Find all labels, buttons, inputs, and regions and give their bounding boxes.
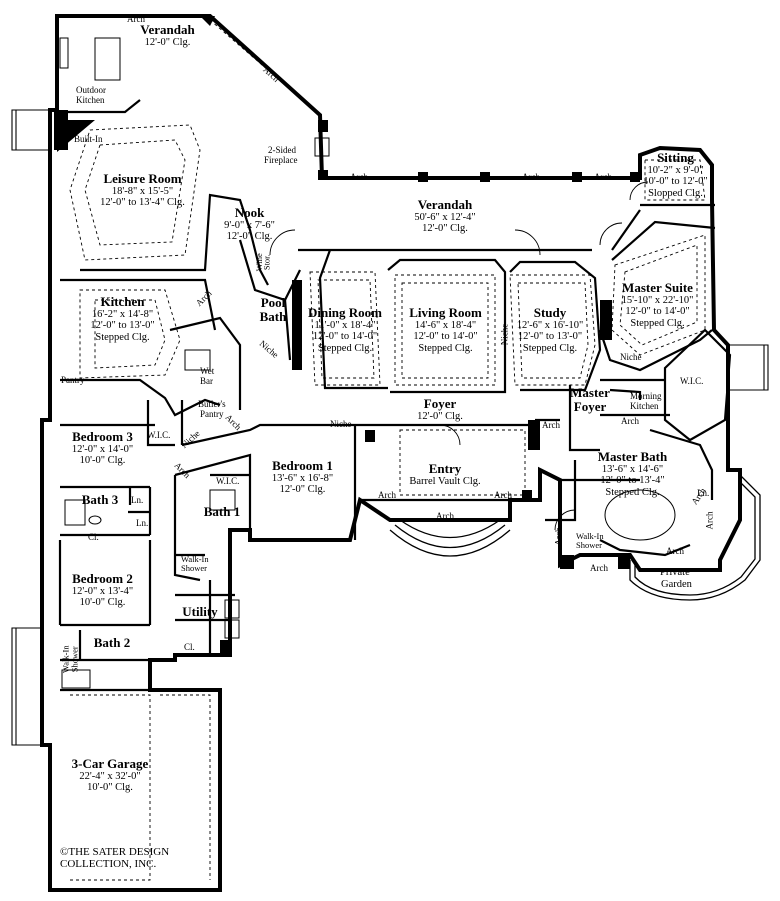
arch-label: Arch bbox=[553, 527, 564, 546]
room-utility: Utility bbox=[182, 604, 218, 619]
outdoor-kitchen-label: Outdoor bbox=[76, 85, 106, 95]
entry-steps bbox=[389, 519, 511, 557]
arch-label: Arch bbox=[704, 511, 715, 530]
linen-label: Ln. bbox=[697, 488, 710, 498]
copyright-line: ©THE SATER DESIGN bbox=[60, 846, 170, 858]
morning-kitchen-label: Kitchen bbox=[630, 401, 659, 411]
built-in-label: Built-In bbox=[74, 134, 103, 144]
arch-label: Arch bbox=[436, 511, 454, 521]
walk-in-shower-label: Shower bbox=[181, 563, 207, 573]
fireplace-label: Fireplace bbox=[264, 155, 298, 165]
private-garden-label: Private bbox=[660, 567, 690, 578]
arch-label: Arch bbox=[621, 416, 639, 426]
fireplace-label: 2-Sided bbox=[268, 145, 296, 155]
linen-label: Ln. bbox=[136, 518, 149, 528]
room-bath3: Bath 3 bbox=[81, 492, 119, 507]
side-windows bbox=[11, 109, 769, 746]
walk-in-shower-label: Walk-In bbox=[576, 531, 604, 541]
arch-label: Arch bbox=[522, 172, 540, 182]
wet-bar-label: Wet bbox=[200, 366, 215, 376]
arch-label: Arch bbox=[494, 490, 512, 500]
arch-label: Arch bbox=[666, 546, 684, 556]
butlers-pantry-label: Butler's bbox=[198, 399, 226, 409]
walk-in-shower-label: Shower bbox=[69, 646, 80, 673]
walk-in-shower-label: Shower bbox=[576, 540, 602, 550]
arch-label: Arch bbox=[378, 490, 396, 500]
arch-label: Arch bbox=[350, 172, 368, 182]
fixtures bbox=[59, 37, 676, 689]
door-swings bbox=[269, 181, 649, 531]
niche-label: Niche bbox=[330, 419, 352, 429]
linen-label: Ln. bbox=[131, 495, 144, 505]
closet-label: Cl. bbox=[88, 532, 99, 542]
interior-walls bbox=[58, 99, 732, 692]
wic-label: W.I.C. bbox=[147, 430, 171, 440]
niche-label: Niche bbox=[620, 352, 642, 362]
garden-walls bbox=[629, 474, 761, 601]
closet-label: Cl. bbox=[184, 642, 195, 652]
room-bath2: Bath 2 bbox=[93, 635, 131, 650]
copyright-notice: ©THE SATER DESIGN COLLECTION, INC. bbox=[60, 846, 169, 870]
outdoor-kitchen-label: Kitchen bbox=[76, 95, 105, 105]
wet-bar-label: Bar bbox=[200, 376, 213, 386]
wic-label: W.I.C. bbox=[216, 476, 240, 486]
copyright-line: COLLECTION, INC. bbox=[60, 858, 157, 871]
room-bath1: Bath 1 bbox=[203, 504, 241, 519]
morning-kitchen-label: Morning bbox=[630, 391, 662, 401]
pantry-label: Pantry bbox=[61, 375, 85, 385]
wic-label: W.I.C. bbox=[680, 376, 704, 386]
butlers-pantry-label: Pantry bbox=[200, 409, 224, 419]
solid-posts bbox=[54, 16, 640, 654]
private-garden-label: Garden bbox=[661, 579, 692, 590]
arch-label: Arch bbox=[594, 172, 612, 182]
arch-label: Arch bbox=[590, 563, 608, 573]
wine-storage-label: Stor. bbox=[261, 254, 272, 271]
arch-label: Arch bbox=[127, 14, 145, 24]
arch-label: Arch bbox=[542, 420, 560, 430]
walk-in-shower-label: Walk-In bbox=[181, 554, 209, 564]
niche-label: Niche bbox=[499, 323, 510, 346]
